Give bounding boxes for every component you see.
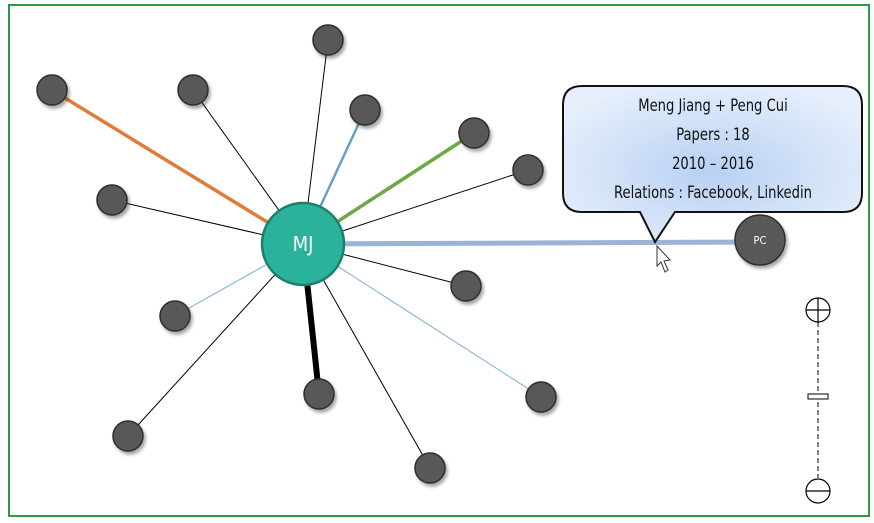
graph-node[interactable]	[177, 74, 209, 106]
selected-node[interactable]: PC	[734, 214, 786, 266]
zoom-in-icon[interactable]	[805, 297, 831, 323]
edge[interactable]	[302, 243, 431, 469]
graph-node[interactable]	[312, 24, 344, 56]
center-node[interactable]: MJ	[260, 201, 346, 287]
edge[interactable]	[302, 243, 542, 398]
graph-node[interactable]	[525, 381, 557, 413]
tooltip-papers: Papers : 18	[676, 125, 750, 145]
cursor-icon	[656, 244, 671, 273]
tooltip-title: Meng Jiang + Peng Cui	[638, 96, 788, 116]
graph-node[interactable]	[458, 117, 490, 149]
zoom-slider-handle[interactable]	[807, 393, 829, 400]
edge[interactable]	[51, 88, 304, 246]
graph-node[interactable]	[414, 452, 446, 484]
graph-node[interactable]	[112, 420, 144, 452]
graph-node[interactable]	[349, 94, 381, 126]
graph-node[interactable]	[96, 184, 128, 216]
graph-node[interactable]	[36, 74, 68, 106]
tooltip-text: Meng Jiang + Peng Cui Papers : 18 2010 –…	[587, 92, 840, 208]
edge-highlighted[interactable]	[302, 239, 761, 247]
center-node-label: MJ	[293, 232, 314, 256]
zoom-control	[805, 297, 831, 504]
graph-node[interactable]	[303, 378, 335, 410]
tooltip-years: 2010 – 2016	[672, 154, 754, 174]
selected-node-label: PC	[754, 234, 767, 247]
tooltip-bubble	[562, 85, 863, 244]
graph-node[interactable]	[512, 154, 544, 186]
zoom-out-icon[interactable]	[805, 478, 831, 504]
graph-node[interactable]	[450, 270, 482, 302]
edge[interactable]	[127, 243, 304, 437]
tooltip-relations: Relations : Facebook, Linkedin	[613, 183, 812, 203]
graph-node[interactable]	[159, 300, 191, 332]
